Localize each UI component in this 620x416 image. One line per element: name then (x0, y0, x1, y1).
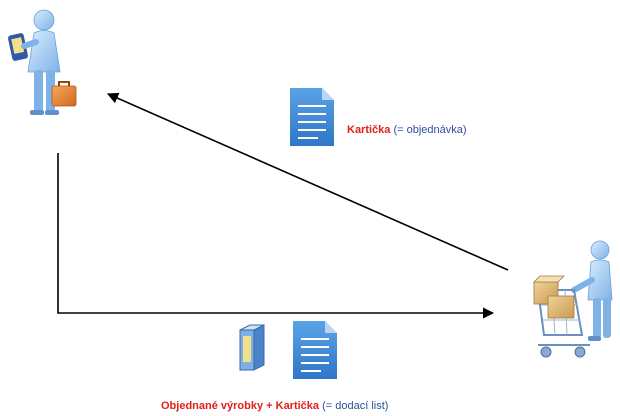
product-box-icon (239, 324, 265, 371)
order-label-rest: (= objednávka) (390, 124, 467, 136)
order-arrow (106, 92, 509, 271)
order-document-icon (290, 88, 334, 146)
order-label: Kartička (= objednávka) (347, 124, 467, 136)
delivery-arrow (57, 153, 495, 319)
customer-with-cart-icon (533, 240, 613, 358)
order-label-emph: Kartička (347, 124, 391, 136)
delivery-label-emph: Objednané výrobky + Kartička (161, 400, 320, 412)
delivery-label-rest: (= dodací list) (319, 400, 389, 412)
supplier-person-icon (8, 9, 77, 115)
delivery-document-icon (293, 321, 337, 379)
delivery-label: Objednané výrobky + Kartička (= dodací l… (161, 400, 388, 412)
